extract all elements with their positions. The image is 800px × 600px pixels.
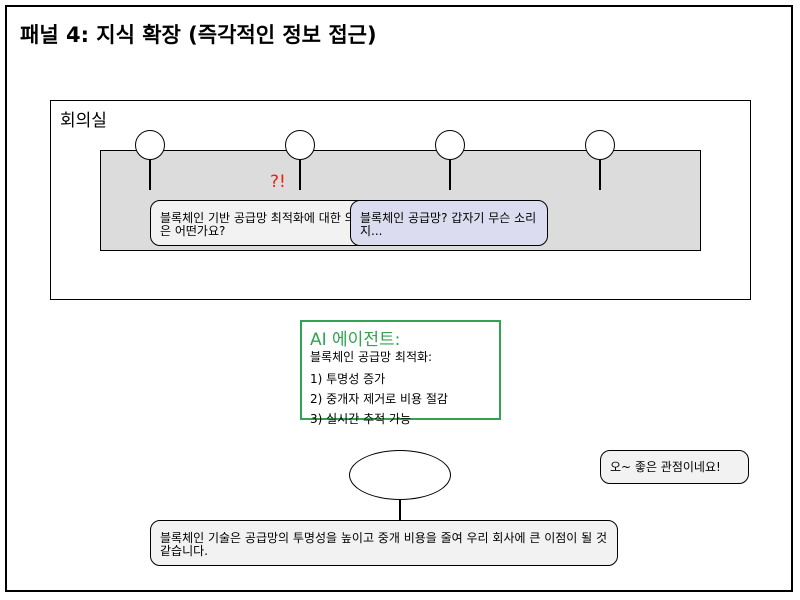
attendee-2-body bbox=[299, 160, 301, 190]
surprise-mark: ?! bbox=[270, 172, 286, 192]
attendee-4-head bbox=[585, 130, 615, 160]
speaker-head bbox=[349, 450, 451, 500]
meeting-room-label: 회의실 bbox=[60, 111, 107, 131]
comic-panel bbox=[5, 5, 793, 592]
attendee-2-head bbox=[285, 130, 315, 160]
ai-agent-title: AI 에이전트: bbox=[310, 330, 401, 350]
ai-agent-line: 블록체인 공급망 최적화: bbox=[310, 350, 433, 364]
speaker-body bbox=[399, 500, 401, 522]
attendee-3-head bbox=[435, 130, 465, 160]
question-bubble: 블록체인 기반 공급망 최적화에 대한 의견은 어떤가요? bbox=[150, 200, 380, 246]
ai-agent-box bbox=[300, 320, 501, 420]
ai-agent-line: 2) 중개자 제거로 비용 절감 bbox=[310, 392, 448, 406]
ai-agent-line: 1) 투명성 증가 bbox=[310, 372, 386, 386]
speaker-statement-bubble: 블록체인 기술은 공급망의 투명성을 높이고 중개 비용을 줄여 우리 회사에 … bbox=[150, 520, 618, 566]
meeting-room bbox=[50, 100, 751, 300]
attendee-1-head bbox=[135, 130, 165, 160]
confused-thought-bubble: 블록체인 공급망? 갑자기 무슨 소리지... bbox=[350, 200, 548, 246]
attendee-4-body bbox=[599, 160, 601, 190]
panel-title: 패널 4: 지식 확장 (즉각적인 정보 접근) bbox=[20, 23, 377, 47]
attendee-1-body bbox=[149, 160, 151, 190]
ai-agent-line: 3) 실시간 추적 가능 bbox=[310, 412, 412, 426]
attendee-3-body bbox=[449, 160, 451, 190]
reaction-bubble: 오~ 좋은 관점이네요! bbox=[600, 450, 749, 484]
